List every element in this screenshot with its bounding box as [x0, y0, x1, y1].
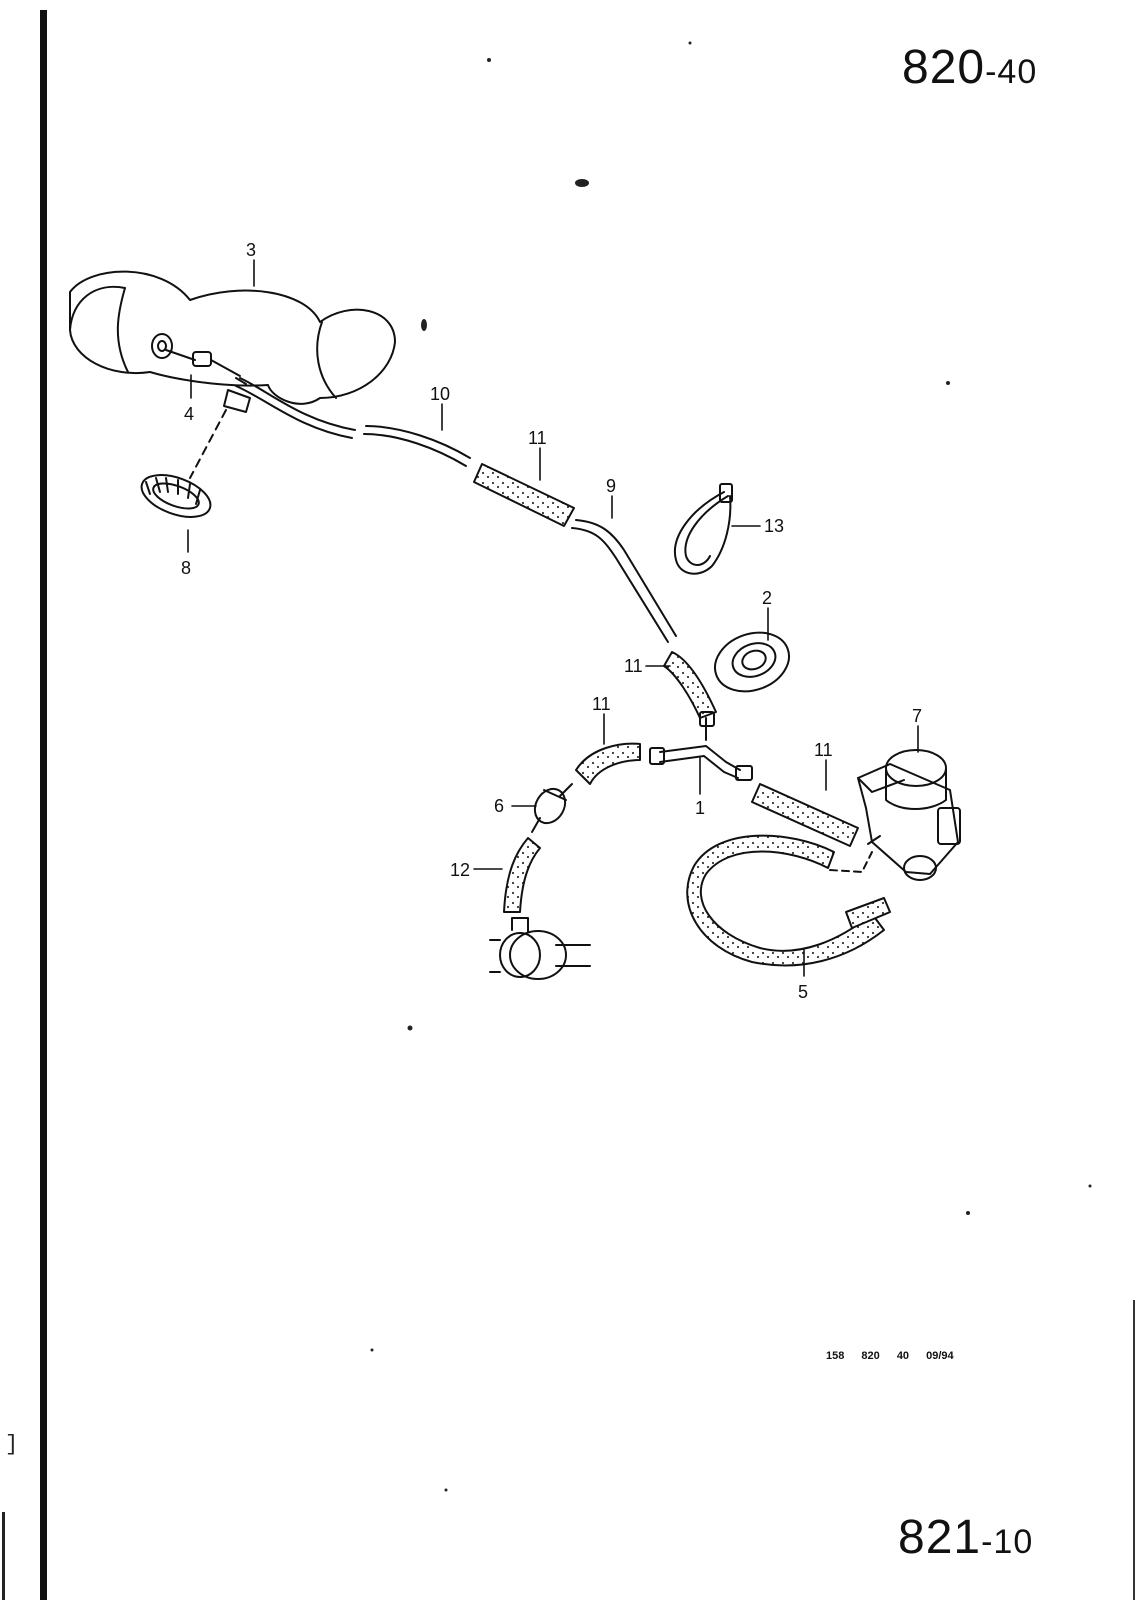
page-number-bottom-main: 821: [898, 1511, 982, 1564]
callout-3: 3: [246, 240, 256, 260]
page-number-top-main: 820: [902, 41, 986, 94]
binder-edge-line: [40, 10, 47, 1600]
callout-13: 13: [764, 516, 784, 536]
hose-part-11-upper: [473, 463, 575, 527]
callout-9: 9: [606, 476, 616, 496]
fitting-part-4: [165, 349, 251, 413]
page-number-top: 820-40: [902, 40, 1037, 95]
drawing-reference-code: 158 820 40 09/94: [826, 1350, 954, 1362]
hose-part-11-right: [751, 783, 859, 847]
page-number-bottom: 821-10: [898, 1510, 1033, 1565]
hose-part-5: [686, 834, 885, 967]
dashed-connector: [189, 409, 227, 479]
callout-7: 7: [912, 706, 922, 726]
callout-12: 12: [450, 860, 470, 880]
callout-11-left: 11: [592, 694, 611, 714]
callout-1: 1: [695, 798, 705, 818]
callout-11-upper: 11: [528, 428, 547, 448]
scan-specks: [370, 41, 1092, 1492]
callout-11-right: 11: [814, 740, 833, 760]
strap-part-13: [673, 483, 733, 575]
clamp-ring-part-8: [140, 474, 212, 518]
pipe-part-9: [571, 519, 677, 643]
hose-part-5-end: [845, 897, 891, 929]
binder-bracket: ]: [5, 1432, 19, 1457]
callout-8: 8: [181, 558, 191, 578]
pipe-part-10: [235, 377, 471, 467]
tee-connector-part-1: [649, 711, 753, 781]
callout-6: 6: [494, 796, 504, 816]
page-right-edge: [1133, 1300, 1135, 1600]
page-number-top-sub: -40: [985, 53, 1038, 91]
solenoid-valve-part-7: [857, 749, 961, 881]
callout-4: 4: [184, 404, 194, 424]
hose-part-11-upper-mid: [663, 651, 717, 719]
dashed-connector-5-7: [829, 851, 873, 873]
throttle-stub: [489, 917, 591, 980]
callout-2: 2: [762, 588, 772, 608]
hose-part-12: [503, 837, 541, 913]
grommet-part-2: [714, 631, 790, 693]
binder-mark: [2, 1512, 35, 1600]
callout-11-upper-mid: 11: [624, 656, 643, 676]
callout-labels: 3 4 8 10 11 9 13 2 11 11 1 7 11 6 12 5: [181, 240, 922, 1002]
hose-part-11-left: [575, 742, 641, 785]
callout-5: 5: [798, 982, 808, 1002]
page-number-bottom-sub: -10: [981, 1523, 1034, 1561]
canister-part-3: [69, 270, 396, 405]
check-valve-part-6: [531, 783, 573, 833]
leader-lines: [187, 259, 919, 977]
callout-10: 10: [430, 384, 450, 404]
